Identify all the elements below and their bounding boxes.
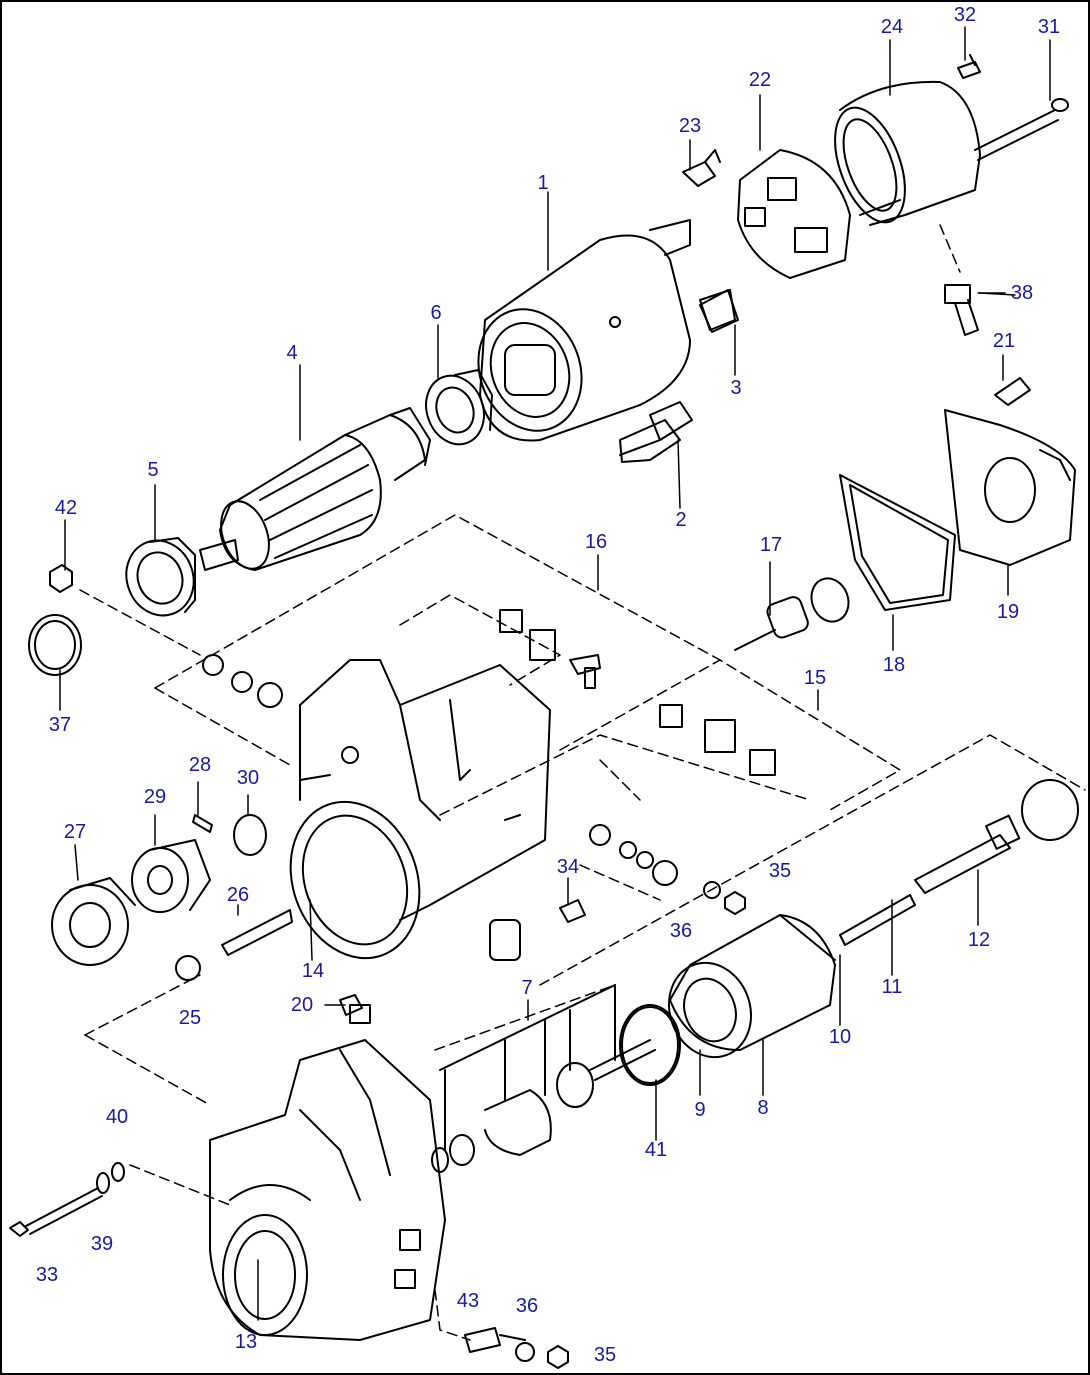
callout-8[interactable]: 8 — [757, 1097, 769, 1119]
callout-13[interactable]: 13 — [234, 1331, 258, 1353]
callout-7[interactable]: 7 — [521, 977, 533, 999]
callout-40[interactable]: 40 — [105, 1106, 129, 1128]
part-37-ring — [28, 614, 82, 676]
part-4-armature — [199, 407, 431, 571]
part-20-switch — [339, 994, 371, 1024]
callout-30[interactable]: 30 — [236, 767, 260, 789]
callout-22[interactable]: 22 — [748, 69, 772, 91]
assembly-lines — [79, 224, 1086, 1341]
callout-14[interactable]: 14 — [301, 960, 325, 982]
part-21-screw — [994, 377, 1031, 406]
part-28-pin — [192, 814, 213, 833]
part-2-terminal — [619, 401, 693, 456]
callout-10[interactable]: 10 — [828, 1026, 852, 1048]
part-11-spring — [839, 894, 916, 946]
callout-43[interactable]: 43 — [456, 1290, 480, 1312]
callout-23[interactable]: 23 — [678, 115, 702, 137]
callout-9[interactable]: 9 — [694, 1099, 706, 1121]
callout-3[interactable]: 3 — [730, 377, 742, 399]
part-42-nut — [49, 564, 73, 593]
callout-17[interactable]: 17 — [759, 534, 783, 556]
part-19-cover — [944, 409, 1076, 566]
part-relay — [489, 919, 521, 961]
callout-37[interactable]: 37 — [48, 714, 72, 736]
part-35-nut-bottom — [547, 1345, 569, 1369]
part-32-screw — [957, 54, 981, 79]
part-36-washer-bottom — [515, 1342, 535, 1362]
callout-20[interactable]: 20 — [290, 994, 314, 1016]
callout-11[interactable]: 11 — [881, 976, 903, 998]
callout-15[interactable]: 15 — [803, 667, 827, 689]
callout-41[interactable]: 41 — [644, 1139, 668, 1161]
part-29-roller — [131, 839, 211, 913]
part-41-ring — [621, 1006, 679, 1084]
part-31-bolt — [1051, 98, 1069, 112]
callout-38[interactable]: 38 — [1010, 282, 1034, 304]
callout-5[interactable]: 5 — [147, 459, 159, 481]
part-15-contact-set — [659, 704, 776, 776]
part-43-screw — [464, 1327, 526, 1353]
callout-32[interactable]: 32 — [953, 4, 977, 26]
callout-36[interactable]: 36 — [669, 920, 693, 942]
part-6-bearing — [425, 369, 493, 446]
callout-25[interactable]: 25 — [178, 1007, 202, 1029]
callout-42[interactable]: 42 — [54, 497, 78, 519]
callout-28[interactable]: 28 — [188, 754, 212, 776]
part-25-ball — [175, 955, 201, 981]
callout-6[interactable]: 6 — [430, 302, 442, 324]
callout-39[interactable]: 39 — [90, 1233, 114, 1255]
part-27-ring — [51, 877, 136, 966]
part-34-screw — [559, 899, 586, 923]
part-1-field-frame — [477, 219, 736, 463]
part-40-washer — [111, 1162, 125, 1182]
callout-21[interactable]: 21 — [992, 330, 1016, 352]
callout-2[interactable]: 2 — [675, 509, 687, 531]
part-5-bearing — [125, 537, 196, 617]
callout-18[interactable]: 18 — [882, 654, 906, 676]
part-36-washer — [703, 881, 721, 899]
callout-29[interactable]: 29 — [143, 786, 167, 808]
part-23-brush — [682, 149, 721, 187]
callout-35-bottom[interactable]: 35 — [593, 1344, 617, 1366]
callout-33[interactable]: 33 — [35, 1264, 59, 1286]
callout-1[interactable]: 1 — [537, 172, 549, 194]
part-12-shaft — [914, 779, 1079, 894]
callout-24[interactable]: 24 — [880, 16, 904, 38]
callout-36-bottom[interactable]: 36 — [515, 1295, 539, 1317]
part-24-end-cover — [834, 80, 1059, 226]
callout-27[interactable]: 27 — [63, 821, 87, 843]
callout-34[interactable]: 34 — [556, 856, 580, 878]
part-39-washer — [96, 1172, 110, 1194]
part-small-nuts — [202, 654, 678, 886]
part-26-spring — [221, 909, 293, 956]
part-30-washer — [233, 814, 267, 856]
part-14-housing — [289, 659, 551, 960]
part-35-nut — [724, 891, 746, 915]
callout-35[interactable]: 35 — [768, 860, 792, 882]
part-33-bolt — [9, 1187, 103, 1237]
part-38-terminal — [944, 284, 979, 336]
part-17-plunger — [734, 577, 850, 651]
callout-31[interactable]: 31 — [1037, 16, 1061, 38]
callout-26[interactable]: 26 — [226, 884, 250, 906]
part-16-contact-set — [499, 609, 601, 689]
part-3-connector — [699, 289, 739, 333]
part-7-gear-set — [431, 984, 656, 1173]
callout-4[interactable]: 4 — [286, 342, 298, 364]
part-13-drive-housing — [209, 1039, 446, 1341]
callout-19[interactable]: 19 — [996, 601, 1020, 623]
part-18-gasket — [839, 474, 956, 611]
part-22-brush-holder — [737, 149, 851, 279]
callout-16[interactable]: 16 — [584, 531, 608, 553]
part-9-ring — [619, 1004, 681, 1086]
leader-lines — [59, 26, 1051, 1321]
callout-12[interactable]: 12 — [967, 929, 991, 951]
